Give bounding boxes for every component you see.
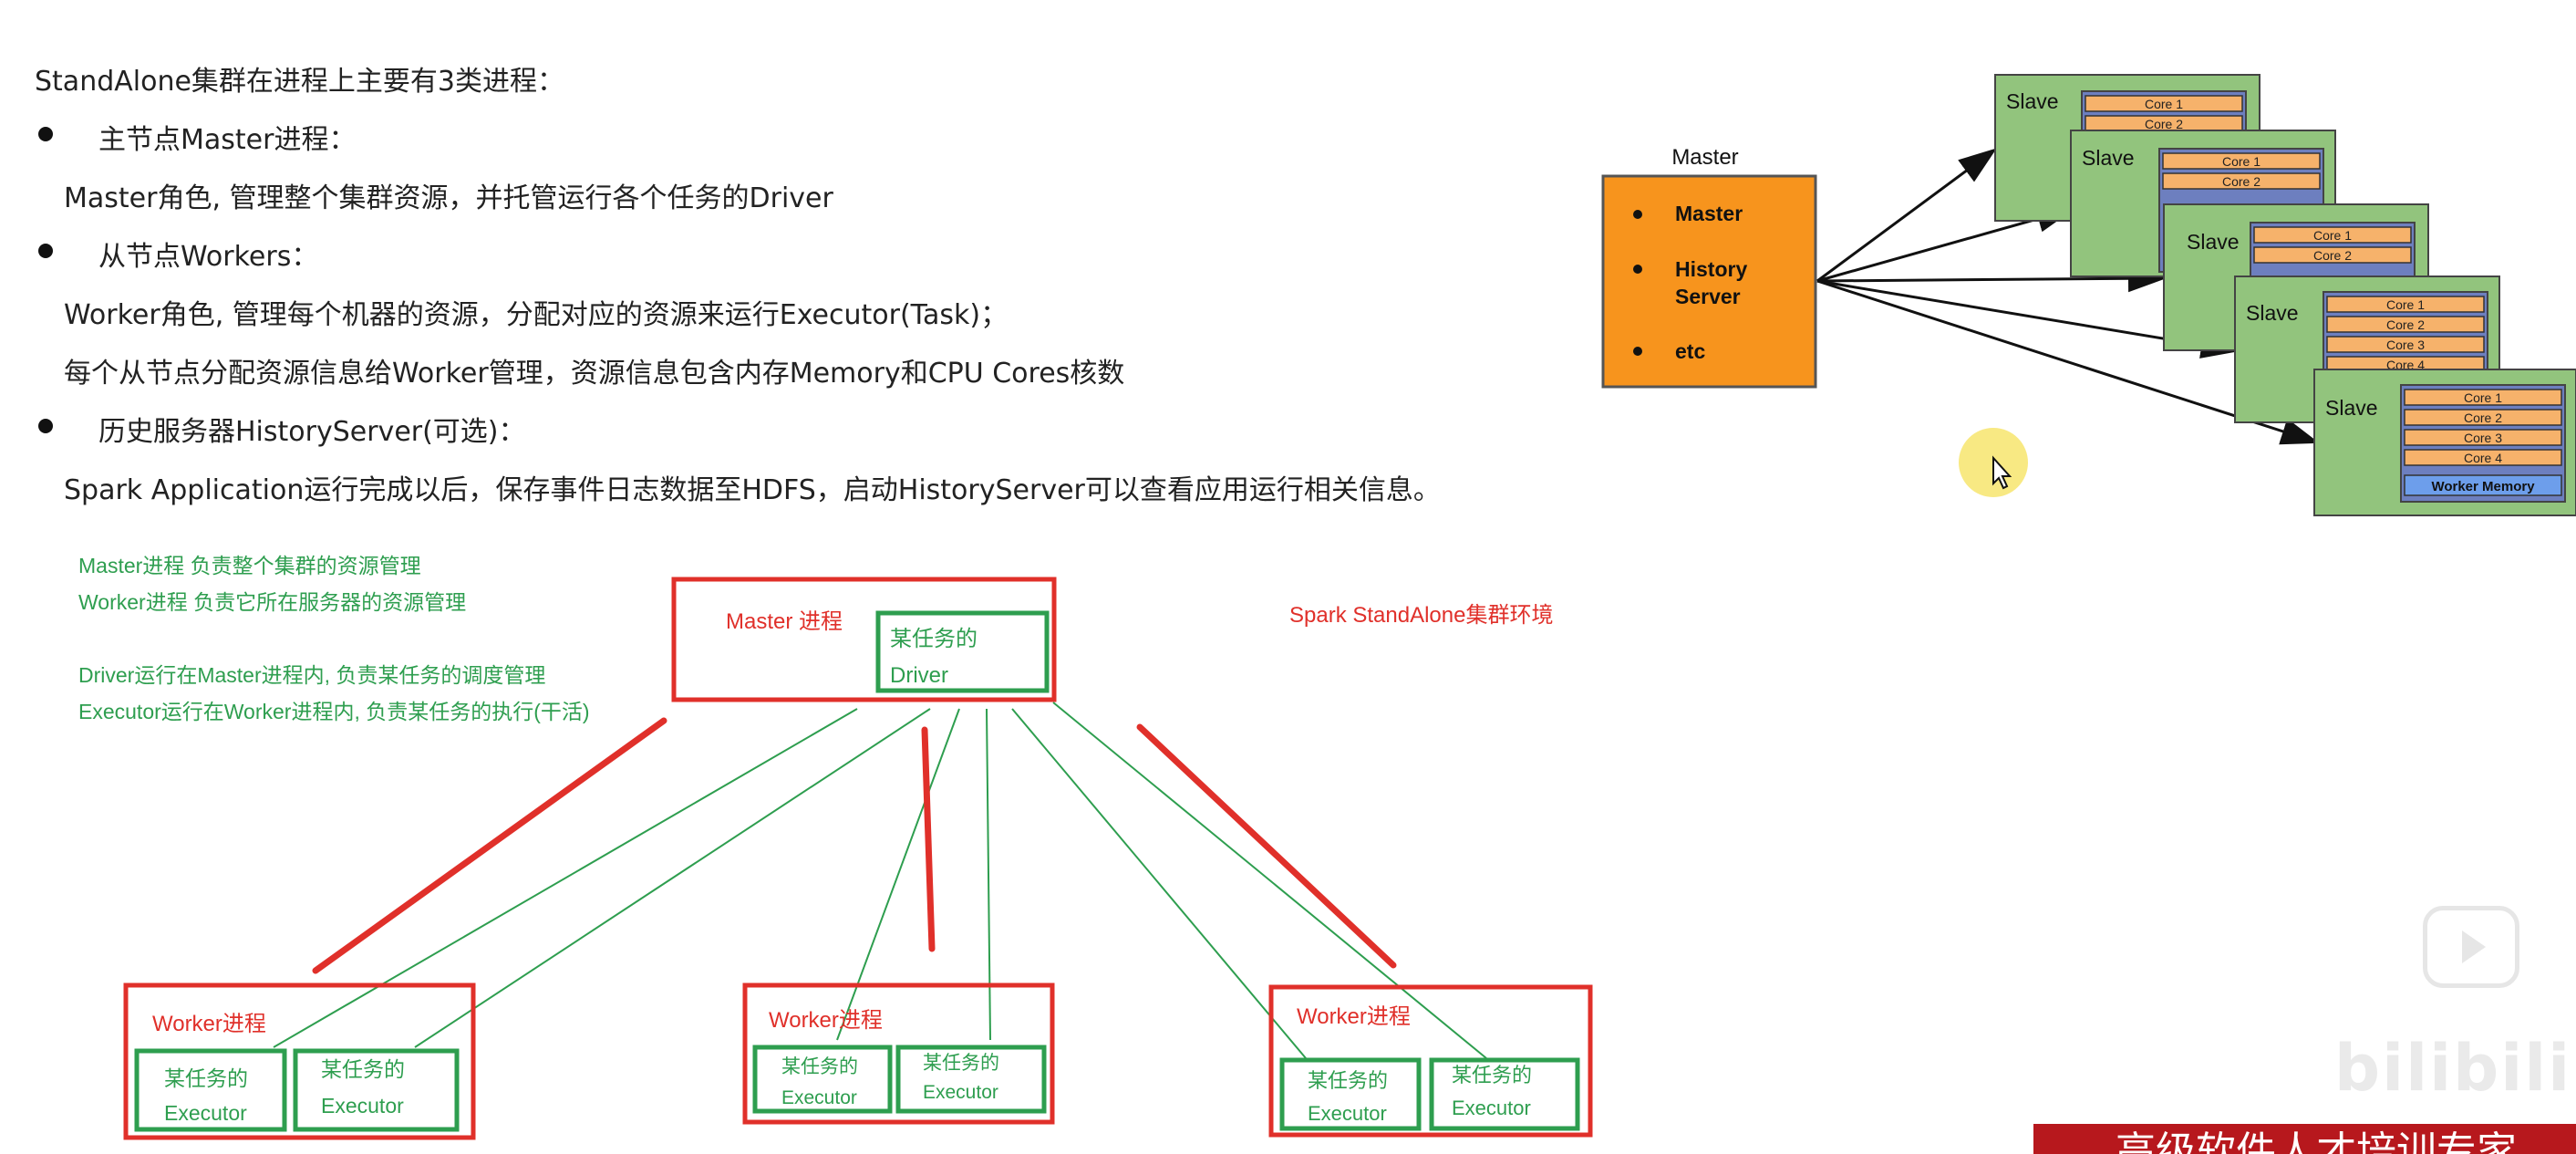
svg-text:Core 2: Core 2 — [2464, 411, 2502, 425]
item1-title: 主节点Master进程： — [98, 124, 357, 156]
executor-box — [752, 1045, 893, 1114]
svg-text:Core 1: Core 1 — [2386, 297, 2425, 312]
master-item-server: Server — [1675, 285, 1741, 308]
worker-memory-label: Worker Memory — [2431, 479, 2535, 494]
intro-text: StandAlone集群在进程上主要有3类进程： — [35, 66, 565, 98]
svg-text:Executor: Executor — [923, 1082, 998, 1103]
master-title: Master — [1671, 145, 1738, 170]
bullet-icon — [38, 127, 53, 141]
driver-line2: Driver — [890, 663, 948, 688]
worker-label: Worker进程 — [152, 1012, 266, 1036]
driver-box — [875, 610, 1050, 693]
svg-text:Core 1: Core 1 — [2222, 154, 2260, 169]
item3-line1: Spark Application运行完成以后，保存事件日志数据至HDFS，启动… — [64, 474, 1441, 506]
svg-text:Core 1: Core 1 — [2464, 390, 2502, 405]
play-icon — [2462, 930, 2486, 963]
svg-text:Core 4: Core 4 — [2464, 451, 2502, 465]
note-1: Master进程 负责整个集群的资源管理 — [78, 554, 421, 577]
executor-box — [293, 1048, 460, 1132]
driver-line1: 某任务的 — [890, 627, 978, 651]
svg-text:某任务的: 某任务的 — [923, 1053, 999, 1074]
item2-line1: Worker角色, 管理每个机器的资源，分配对应的资源来运行Executor(T… — [64, 299, 1009, 331]
brand-banner: 高级软件人才培训专家 — [2033, 1124, 2576, 1154]
bullet-icon — [38, 244, 53, 258]
note-2: Worker进程 负责它所在服务器的资源管理 — [78, 590, 466, 614]
svg-text:Core 1: Core 1 — [2313, 228, 2352, 243]
svg-text:Executor: Executor — [1308, 1102, 1387, 1125]
svg-text:Core 2: Core 2 — [2386, 317, 2425, 332]
diagram-title: Spark StandAlone集群环境 — [1289, 603, 1553, 628]
brand-banner-text: 高级软件人才培训专家 — [2116, 1128, 2517, 1154]
master-process-box — [671, 577, 1057, 702]
worker-process-box — [1268, 984, 1593, 1138]
svg-text:Worker进程: Worker进程 — [1297, 1004, 1411, 1029]
svg-text:Core 1: Core 1 — [2145, 97, 2183, 111]
item2-line2: 每个从节点分配资源信息给Worker管理，资源信息包含内存Memory和CPU … — [64, 358, 1125, 390]
svg-text:Slave: Slave — [2082, 146, 2135, 170]
svg-text:Slave: Slave — [2325, 396, 2378, 420]
svg-text:某任务的: 某任务的 — [1452, 1064, 1532, 1086]
executor-box — [1429, 1057, 1580, 1131]
mouse-cursor-icon — [1992, 455, 2012, 490]
svg-text:Executor: Executor — [164, 1101, 247, 1125]
executor-box — [134, 1048, 287, 1132]
svg-text:Slave: Slave — [2246, 301, 2299, 325]
worker-process-box — [123, 982, 476, 1140]
svg-text:某任务的: 某任务的 — [1308, 1069, 1388, 1092]
svg-text:Core 2: Core 2 — [2222, 174, 2260, 189]
svg-text:Executor: Executor — [321, 1094, 404, 1118]
svg-text:某任务的: 某任务的 — [164, 1066, 248, 1090]
master-item-etc: etc — [1675, 339, 1705, 363]
master-item-master: Master — [1675, 202, 1743, 225]
svg-text:某任务的: 某任务的 — [321, 1057, 405, 1081]
note-4: Executor运行在Worker进程内, 负责某任务的执行(干活) — [78, 700, 590, 723]
item2-title: 从节点Workers： — [98, 241, 319, 273]
master-process-label: Master 进程 — [726, 609, 843, 634]
executor-box — [895, 1045, 1047, 1114]
bullet-icon — [38, 419, 53, 433]
item3-title: 历史服务器HistoryServer(可选)： — [98, 416, 526, 448]
svg-text:Core 2: Core 2 — [2145, 117, 2183, 131]
executor-box — [1279, 1057, 1422, 1131]
svg-text:Core 2: Core 2 — [2313, 248, 2352, 263]
svg-text:Slave: Slave — [2187, 230, 2240, 254]
play-button[interactable] — [2423, 906, 2519, 988]
svg-text:Core 3: Core 3 — [2464, 431, 2502, 445]
master-item-history: History — [1675, 257, 1747, 281]
svg-text:Core 3: Core 3 — [2386, 338, 2425, 352]
item1-line1: Master角色, 管理整个集群资源，并托管运行各个任务的Driver — [64, 182, 833, 214]
svg-text:Executor: Executor — [781, 1087, 857, 1108]
watermark-logo: bilibili — [2334, 1031, 2572, 1106]
svg-text:Executor: Executor — [1452, 1097, 1531, 1119]
slave-label: Slave — [2006, 89, 2059, 113]
note-3: Driver运行在Master进程内, 负责某任务的调度管理 — [78, 663, 545, 687]
svg-text:Worker进程: Worker进程 — [769, 1008, 883, 1033]
svg-text:某任务的: 某任务的 — [781, 1056, 858, 1077]
worker-process-box — [742, 982, 1055, 1125]
